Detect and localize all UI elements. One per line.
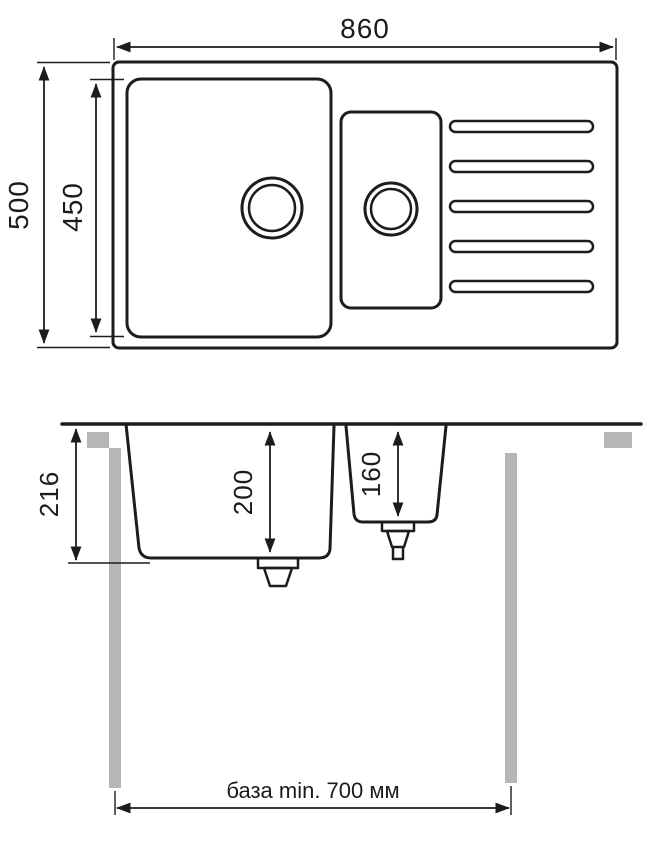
section-view: 216 200 160 база min. 700 мм <box>34 422 643 815</box>
main-bowl-drain-outer <box>240 176 304 240</box>
secondary-bowl-drain-inner <box>369 187 413 231</box>
drainboard-rib <box>448 279 595 294</box>
dimension-450-label: 450 <box>57 182 88 232</box>
dimension-160-label: 160 <box>356 451 386 497</box>
plan-view: 860 500 450 <box>3 13 619 350</box>
secondary-bowl-drain-outer <box>363 181 419 237</box>
secondary-bowl-outline <box>339 110 443 310</box>
drainboard-rib <box>448 119 595 134</box>
mounting-bracket-right <box>604 432 632 448</box>
dimension-216-label: 216 <box>34 471 64 517</box>
drainboard-rib <box>448 159 595 174</box>
drainboard-rib <box>448 239 595 254</box>
secondary-bowl-profile <box>344 424 448 524</box>
cabinet-panel-left <box>109 448 121 788</box>
mounting-bracket-left <box>87 432 109 448</box>
main-bowl-profile <box>124 422 336 560</box>
main-bowl-outline <box>125 77 333 339</box>
dimension-860-label: 860 <box>340 13 390 44</box>
main-drain-trap <box>262 566 294 588</box>
drainboard-rib <box>448 199 595 214</box>
dimension-200-label: 200 <box>228 469 258 515</box>
dimension-500-label: 500 <box>3 180 34 230</box>
sink-outline <box>111 60 619 350</box>
main-bowl-drain-inner <box>247 183 297 233</box>
dimension-base-label: база min. 700 мм <box>226 778 399 803</box>
secondary-drain-pipe <box>391 545 405 561</box>
cabinet-panel-right <box>505 453 517 783</box>
